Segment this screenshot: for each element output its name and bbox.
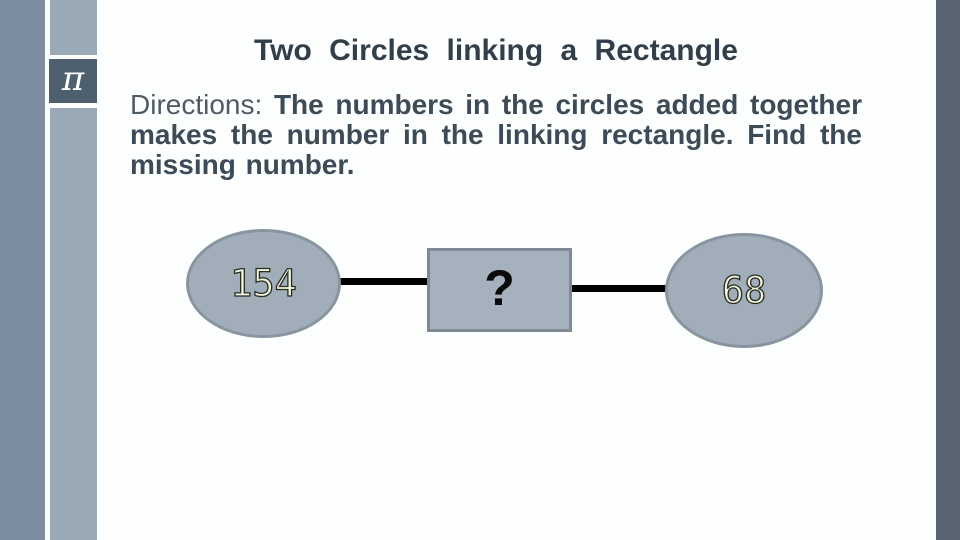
connector-line-right: [571, 285, 666, 292]
right-accent-stripe: [936, 0, 960, 540]
left-circle-shape: 154: [186, 229, 341, 338]
left-circle-value: 154: [229, 262, 297, 305]
directions-text: Directions: The numbers in the circles a…: [130, 90, 862, 180]
left-accent-stripe: [0, 0, 45, 540]
missing-number-placeholder: ?: [484, 260, 515, 316]
right-circle-shape: 68: [665, 233, 823, 348]
pi-icon: π: [61, 59, 85, 99]
right-circle-value: 68: [721, 269, 767, 312]
linking-rectangle-shape: ?: [427, 248, 572, 332]
connector-line-left: [340, 278, 428, 285]
directions-line-1-text: The numbers in the circles added togethe…: [273, 89, 862, 120]
directions-line-1: Directions: The numbers in the circles a…: [130, 90, 862, 120]
slide-title: Two Circles linking a Rectangle: [254, 34, 738, 67]
directions-line-3: missing number.: [130, 149, 355, 180]
pi-logo: π: [49, 59, 97, 103]
inner-accent-stripe-top: [50, 0, 97, 55]
directions-label: Directions:: [130, 89, 263, 120]
inner-accent-stripe-bottom: [50, 108, 97, 540]
directions-line-2: makes the number in the linking rectangl…: [130, 119, 862, 150]
